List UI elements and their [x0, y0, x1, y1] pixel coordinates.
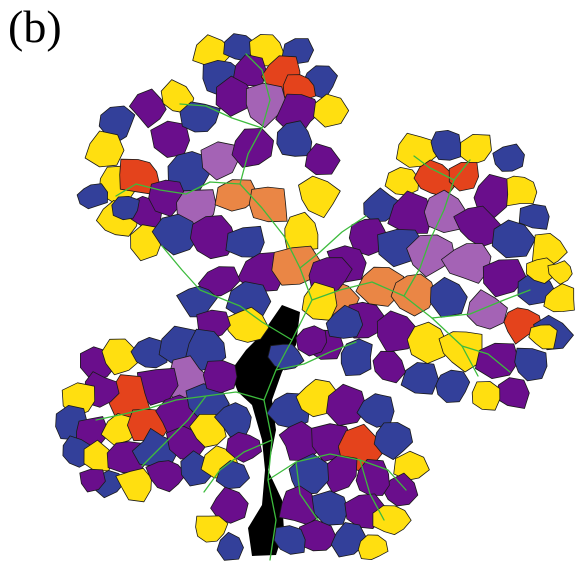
- branch-line: [179, 103, 263, 129]
- cell-yellow: [460, 133, 492, 166]
- cell-blue: [215, 460, 251, 490]
- cell-purple: [295, 325, 328, 357]
- cell-blue: [325, 304, 364, 339]
- branch-line: [461, 345, 511, 373]
- cell-blue: [400, 362, 439, 395]
- cells-group: [55, 33, 575, 561]
- branch-line: [359, 459, 385, 521]
- cell-yellow: [195, 515, 229, 543]
- cell-blue: [514, 347, 548, 382]
- cell-purple: [145, 460, 187, 493]
- branch-line: [115, 181, 241, 197]
- cell-blue: [214, 402, 252, 440]
- branch-line: [413, 155, 455, 181]
- cell-red: [448, 161, 480, 192]
- cell-blue: [130, 336, 168, 369]
- cell-blue: [111, 195, 140, 221]
- cell-blue: [491, 219, 536, 259]
- branch-line: [403, 159, 471, 297]
- branch-line: [141, 395, 207, 467]
- cell-red: [503, 307, 543, 345]
- cell-yellow: [101, 338, 141, 376]
- branch-line: [295, 461, 319, 521]
- cell-red: [108, 374, 151, 419]
- branch-line: [299, 215, 367, 269]
- cell-purple: [482, 259, 527, 298]
- cell-purple: [231, 127, 275, 168]
- cell-yellow: [298, 175, 341, 219]
- cell-purple: [372, 350, 406, 384]
- cell-yellow: [528, 324, 558, 350]
- branch-network: [95, 53, 531, 561]
- cell-blue: [176, 285, 218, 318]
- cell-blue: [373, 422, 414, 461]
- cell-blue: [225, 225, 265, 258]
- branch-line: [431, 289, 531, 319]
- branch-line: [263, 281, 479, 561]
- cell-blue: [430, 129, 462, 161]
- cell-blue: [273, 525, 306, 555]
- cell-blue: [518, 203, 550, 230]
- branch-line: [203, 439, 273, 493]
- cell-purple: [324, 454, 358, 494]
- cell-purple: [210, 486, 249, 524]
- branch-line: [267, 453, 407, 491]
- cell-yellow: [84, 130, 125, 168]
- cell-blue: [267, 343, 305, 371]
- cell-blue: [356, 393, 395, 428]
- cell-purple: [355, 458, 390, 496]
- cell-purple: [79, 468, 106, 493]
- cell-blue: [179, 101, 221, 133]
- cell-yellow: [471, 381, 501, 411]
- cell-purple: [202, 360, 238, 394]
- branch-line: [275, 341, 357, 371]
- cell-yellow: [115, 467, 152, 503]
- cell-blue: [340, 338, 373, 377]
- branch-line: [239, 53, 313, 301]
- cell-blue: [492, 143, 525, 172]
- cell-purple: [232, 54, 268, 87]
- cell-purple: [136, 367, 179, 406]
- cell-purple: [495, 377, 530, 409]
- cell-orange: [248, 186, 288, 223]
- cell-blue: [216, 531, 244, 561]
- branch-line: [95, 391, 265, 421]
- cell-purple: [304, 143, 341, 176]
- cell-purple: [453, 205, 504, 248]
- cell-purple: [325, 383, 367, 427]
- branch-line: [161, 245, 293, 341]
- cell-blue: [276, 120, 313, 157]
- cell-yellow: [438, 331, 483, 373]
- cell-purple: [225, 431, 263, 463]
- cell-blue: [76, 183, 108, 210]
- cell-yellow: [357, 534, 389, 560]
- cell-yellow: [547, 260, 573, 285]
- cell-yellow: [301, 281, 338, 321]
- cell-purple: [128, 88, 167, 129]
- cell-yellow: [313, 93, 350, 128]
- cell-lilac: [466, 289, 508, 330]
- panel-label: (b): [8, 1, 62, 52]
- cell-yellow: [406, 321, 447, 365]
- cell-blue: [311, 490, 349, 526]
- cell-yellow: [393, 450, 430, 481]
- cell-yellow: [543, 283, 575, 313]
- cell-yellow: [395, 132, 437, 168]
- cell-blue: [435, 369, 471, 403]
- cell-blue: [429, 276, 468, 318]
- cell-yellow: [384, 166, 420, 196]
- cell-yellow: [189, 413, 227, 448]
